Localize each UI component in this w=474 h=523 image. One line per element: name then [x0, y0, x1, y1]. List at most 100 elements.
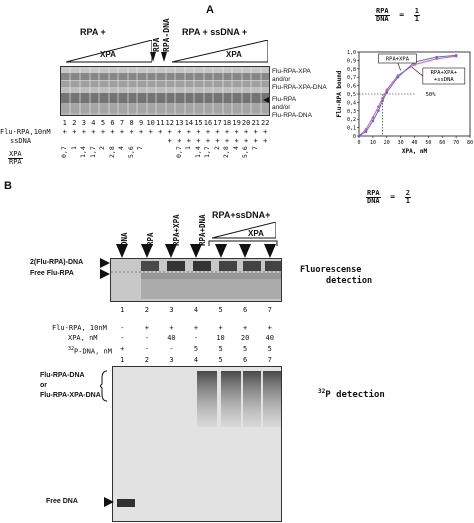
x-tick-label: 10: [370, 140, 376, 146]
ratio-value: 1: [184, 146, 193, 150]
row-b3-value: 5: [218, 345, 223, 353]
flu-value: +: [244, 128, 249, 136]
series-point: [385, 91, 389, 94]
x-axis-label: XPA, nM: [402, 148, 428, 154]
lane-number: 2: [72, 119, 77, 127]
arrow-lane-11: [150, 52, 156, 62]
lane-arrows-b: [108, 244, 280, 258]
ssdna-value: +: [196, 137, 201, 145]
flu-value: +: [186, 128, 191, 136]
bracket-b: [208, 240, 278, 246]
flu-value: +: [100, 128, 106, 136]
gel-panel-a: [60, 66, 270, 116]
row-b1-value: -: [120, 324, 125, 332]
ratio-b-num: RPA: [366, 189, 381, 198]
gel-b-top-bands: [111, 261, 281, 299]
ratio-num: RPA: [375, 7, 390, 16]
header-xpa-left: XPA: [100, 50, 116, 59]
lane-arrow: [239, 244, 252, 258]
lane-number: 3: [81, 119, 86, 127]
flu-value: +: [215, 128, 220, 136]
lane-number: 17: [213, 119, 222, 127]
lane-arrow: [214, 244, 227, 258]
arrow-gel-b-2: [100, 269, 110, 279]
lane-number-b-bottom: 6: [243, 356, 248, 364]
ratio-value: 7: [136, 146, 145, 150]
ratio-b-val-num: 2: [404, 189, 411, 198]
lane-number: 18: [222, 119, 232, 127]
fluor-label-2: detection: [326, 276, 373, 286]
flu-value: +: [234, 128, 239, 136]
flu-value: +: [129, 128, 134, 136]
series-point: [357, 134, 361, 138]
y-tick-label: 0,8: [347, 67, 356, 73]
legend-2a: RPA+XPA+: [431, 70, 458, 76]
row-b3-value: 5: [243, 345, 248, 353]
lane-number: 1: [62, 119, 67, 127]
row-b2-value: 20: [240, 334, 250, 342]
wedge-xpa-left: [66, 40, 152, 63]
bottom-label-2: or: [40, 382, 47, 389]
flu-value: +: [224, 128, 230, 136]
p-detect-sup: 32: [318, 388, 326, 395]
header-b-xpa: XPA: [248, 229, 264, 238]
ratio-value: 7: [250, 146, 259, 150]
x-tick-label: 70: [453, 140, 459, 146]
x-tick-label: 0: [357, 140, 360, 146]
panel-b-label: B: [4, 180, 12, 192]
row-b2-value: -: [144, 334, 149, 342]
lane-number: 19: [232, 119, 241, 127]
right-label-5: and/or: [272, 104, 291, 111]
y-tick-label: 0,3: [347, 109, 356, 115]
lane-number-b-bottom: 4: [193, 356, 199, 364]
lane-number-b-bottom: 2: [144, 356, 149, 364]
x-tick-label: 80: [467, 140, 473, 146]
ssdna-value: +: [215, 137, 220, 145]
lane-number: 16: [203, 119, 213, 127]
row-b1-label: Flu-RPA, 10nM: [52, 324, 107, 332]
lane-number: 12: [165, 119, 174, 127]
lane-number-b: 4: [193, 306, 199, 314]
legend-pointer-2: [411, 66, 424, 77]
gel-b-label-1: 2(Flu-RPA)-DNA: [30, 259, 84, 266]
flu-value: +: [148, 128, 153, 136]
ratio-value: 4: [117, 146, 126, 150]
row-flu-label: Flu-RPA,10nM: [0, 128, 51, 136]
ratio-den: DNA: [376, 15, 389, 23]
flu-value: +: [196, 128, 201, 136]
wedge-xpa-b: [212, 222, 276, 239]
lane-number: 10: [146, 119, 155, 127]
ratio-xpa: XPA: [8, 150, 23, 159]
ratio-value: 1,4: [193, 146, 202, 158]
ssdna-value: +: [186, 137, 191, 145]
p-detect-label: 32P detection: [318, 388, 385, 400]
flu-value: +: [167, 128, 172, 136]
header-b-dna: DNA: [120, 232, 129, 246]
x-tick-label: 40: [411, 140, 417, 146]
lane-number: 15: [194, 119, 203, 127]
series-point: [454, 54, 458, 57]
ratio-val-den: 1: [414, 15, 419, 23]
row-b3-text: P-DNA, nM: [74, 347, 112, 356]
row-b1-value: +: [267, 324, 272, 332]
legend-1: RPA+XPA: [386, 57, 410, 63]
flu-value: +: [205, 128, 211, 136]
series-line: [358, 54, 457, 137]
x-tick-label: 20: [384, 140, 390, 146]
lane-number: 6: [110, 119, 115, 127]
series-point: [371, 116, 375, 119]
series-point: [413, 63, 416, 66]
ratio-val-num: 1: [413, 7, 420, 16]
ratio-value: 1,7: [88, 146, 97, 158]
lane-number: 11: [156, 119, 165, 127]
lane-number: 9: [139, 119, 144, 127]
header-rpa-dna-col: RPA-DNA: [162, 18, 171, 52]
flu-value: +: [81, 128, 86, 136]
row-b1-value: +: [218, 324, 223, 332]
flu-value: +: [158, 128, 163, 136]
